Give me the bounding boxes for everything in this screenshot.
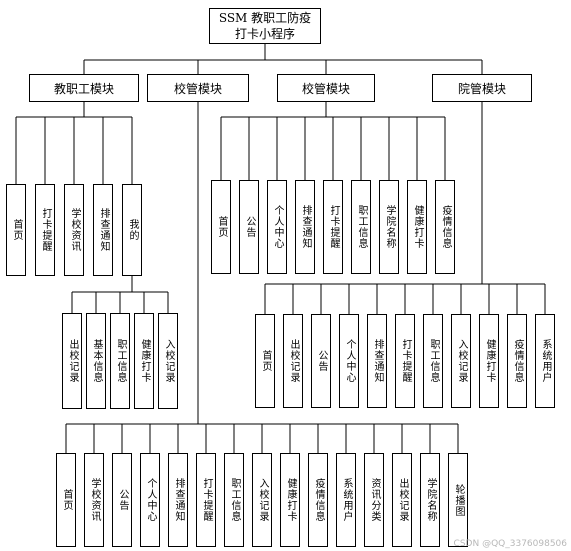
module-college-admin: 院管模块 <box>432 74 532 102</box>
staff-leaf: 我的 <box>122 184 142 276</box>
staff-mine-leaf: 健康打卡 <box>134 313 154 409</box>
college-admin-leaf: 疫情信息 <box>507 314 527 408</box>
school-admin-2-leaf: 排查通知 <box>168 453 188 547</box>
school-admin-2-leaf: 职工信息 <box>224 453 244 547</box>
root-node: SSM 教职工防疫打卡小程序 <box>209 8 321 44</box>
college-admin-leaf: 系统用户 <box>535 314 555 408</box>
college-admin-leaf: 首页 <box>255 314 275 408</box>
staff-mine-leaf: 出校记录 <box>62 313 82 409</box>
staff-leaf: 排查通知 <box>93 184 113 276</box>
college-admin-leaf: 公告 <box>311 314 331 408</box>
staff-leaf: 打卡提醒 <box>35 184 55 276</box>
school-admin-2-leaf: 系统用户 <box>336 453 356 547</box>
school-admin-2-leaf: 出校记录 <box>392 453 412 547</box>
college-admin-leaf: 入校记录 <box>451 314 471 408</box>
school-admin-2-leaf: 首页 <box>56 453 76 547</box>
staff-leaf: 学校资讯 <box>64 184 84 276</box>
staff-leaf: 首页 <box>6 184 26 276</box>
school-admin-2-leaf: 学院名称 <box>420 453 440 547</box>
school-admin-2-leaf: 打卡提醒 <box>196 453 216 547</box>
school-admin-2-leaf: 学校资讯 <box>84 453 104 547</box>
staff-mine-leaf: 基本信息 <box>86 313 106 409</box>
college-admin-leaf: 健康打卡 <box>479 314 499 408</box>
school-admin-leaf: 健康打卡 <box>407 180 427 274</box>
school-admin-2-leaf: 疫情信息 <box>308 453 328 547</box>
school-admin-2-leaf: 公告 <box>112 453 132 547</box>
staff-mine-leaf: 职工信息 <box>110 313 130 409</box>
module-school-admin: 校管模块 <box>147 74 249 102</box>
school-admin-2-leaf: 健康打卡 <box>280 453 300 547</box>
school-admin-2-leaf: 个人中心 <box>140 453 160 547</box>
college-admin-leaf: 打卡提醒 <box>395 314 415 408</box>
college-admin-leaf: 职工信息 <box>423 314 443 408</box>
school-admin-2-leaf: 入校记录 <box>252 453 272 547</box>
school-admin-leaf: 职工信息 <box>351 180 371 274</box>
college-admin-leaf: 排查通知 <box>367 314 387 408</box>
module-school-admin-2: 校管模块 <box>277 74 375 102</box>
staff-mine-leaf: 入校记录 <box>158 313 178 409</box>
school-admin-2-leaf: 轮播图 <box>448 453 468 547</box>
school-admin-leaf: 排查通知 <box>295 180 315 274</box>
module-staff: 教职工模块 <box>29 74 139 102</box>
school-admin-leaf: 首页 <box>211 180 231 274</box>
school-admin-leaf: 疫情信息 <box>435 180 455 274</box>
school-admin-leaf: 公告 <box>239 180 259 274</box>
college-admin-leaf: 出校记录 <box>283 314 303 408</box>
school-admin-leaf: 个人中心 <box>267 180 287 274</box>
watermark: CSDN @QQ_3376098506 <box>453 539 567 549</box>
school-admin-2-leaf: 资讯分类 <box>364 453 384 547</box>
school-admin-leaf: 学院名称 <box>379 180 399 274</box>
school-admin-leaf: 打卡提醒 <box>323 180 343 274</box>
college-admin-leaf: 个人中心 <box>339 314 359 408</box>
